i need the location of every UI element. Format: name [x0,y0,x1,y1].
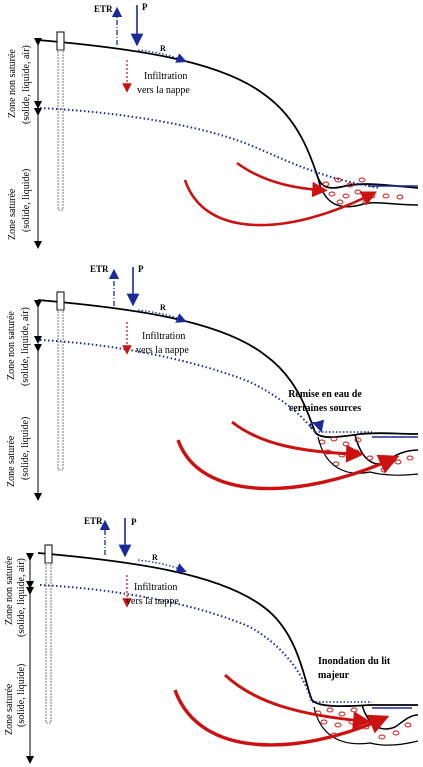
zone-saturee-label-2: (solide, liquide) [16,664,27,727]
water-table [39,339,316,433]
ground-surface [37,299,419,439]
well-tube [57,309,64,471]
etr-label: ETR [84,516,103,526]
alluvium-pebbles [322,177,404,205]
flow-arrow-lower [176,439,400,491]
panel-3: ETR P R Infiltration vers la nappe Inond… [4,516,419,764]
well-casing [44,544,53,564]
panel-1: ETR P R Infiltration vers la nappe Zone … [7,2,419,249]
alluvium-boundary [317,436,419,476]
r-label: R [160,303,166,312]
ground-surface [37,39,419,189]
zone-non-saturee-label-2: (solide, liquide, air) [20,307,31,386]
zone-non-saturee-label-1: Zone non saturée [7,49,18,118]
flow-arrow-lower [183,179,377,227]
infiltration-label-2: vers la nappe [136,345,189,356]
flow-arrow-upper [231,420,364,463]
flow-arrow-lower [173,689,390,747]
p-label: P [131,517,137,527]
caption-line-1: Remise en eau de [288,389,362,400]
caption-line-2: majeur [318,670,350,681]
caption-line-2: certaines sources [289,403,361,414]
infiltration-label-1: Infiltration [142,331,185,342]
alluvium-boundary [313,706,419,746]
water-table [39,107,381,189]
runoff-arrow [137,559,187,573]
flow-arrow-upper [223,673,371,730]
zone-saturee-label-2: (solide, liquide) [21,169,32,232]
etr-label: ETR [94,4,113,14]
well-tube [45,562,52,724]
well-casing [56,291,65,311]
infiltration-label-2: vers la nappe [137,85,190,96]
runoff-arrow [137,309,187,323]
zone-saturee-label-1: Zone saturée [4,683,15,735]
zone-saturee-label-1: Zone saturée [7,188,18,240]
well-tube [57,49,64,211]
r-label: R [160,44,166,53]
infiltration-label-2: vers la nappe [126,596,179,607]
zone-non-saturee-label-2: (solide, liquide, air) [16,558,27,637]
infiltration-label-1: Infiltration [144,71,187,82]
r-label: R [152,553,158,562]
p-label: P [142,2,148,12]
spring-arrow [309,419,325,433]
zone-non-saturee-label-2: (solide, liquide, air) [21,45,32,124]
caption-line-1: Inondation du lit [318,656,391,667]
ground-surface [37,552,418,708]
zone-non-saturee-label-1: Zone non saturée [6,311,17,380]
infiltration-label-1: Infiltration [134,582,177,593]
panel-2: ETR P R Infiltration vers la nappe Remis… [6,264,419,501]
flow-arrow-upper [236,161,328,198]
zone-non-saturee-label-1: Zone non saturée [4,556,15,625]
p-label: P [138,264,144,274]
zone-saturee-label-2: (solide, liquide) [20,417,31,480]
etr-label: ETR [90,264,109,274]
well-casing [56,31,65,51]
zone-saturee-label-1: Zone saturée [6,435,17,487]
runoff-arrow [137,49,187,63]
